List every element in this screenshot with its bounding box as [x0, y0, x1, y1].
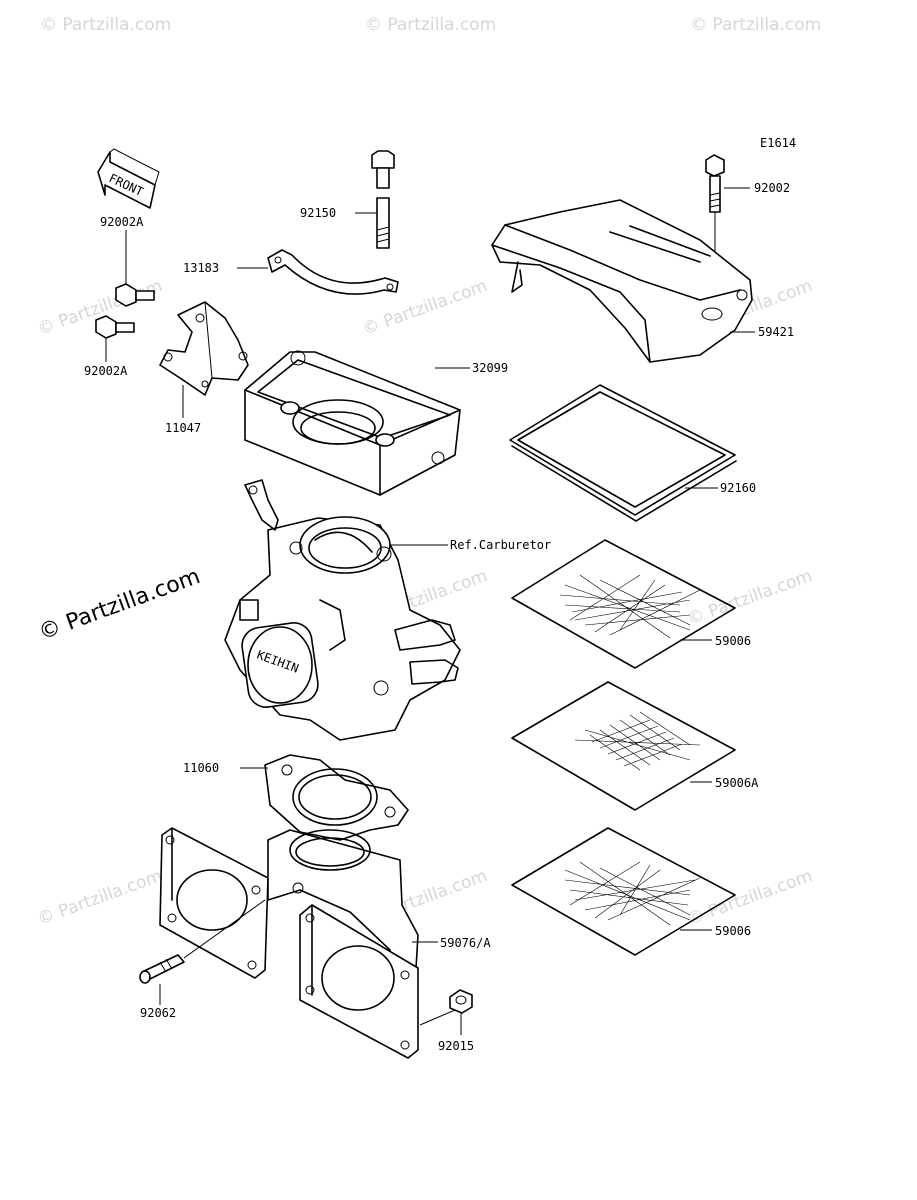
screen-59006A	[511, 681, 736, 811]
watermark: © Partzilla.com	[40, 15, 171, 35]
carburetor-ref: KEIHIN	[224, 479, 461, 741]
stud-92062	[139, 954, 185, 984]
watermark-layer: © Partzilla.com © Partzilla.com © Partzi…	[35, 15, 821, 930]
copyright-watermark: © Partzilla.com	[36, 564, 204, 646]
part-label-32099: 32099	[472, 361, 508, 375]
part-label-ref-carburetor: Ref.Carburetor	[450, 538, 551, 552]
bolt-92002	[705, 154, 725, 213]
part-label-11047: 11047	[165, 421, 201, 435]
gasket-11060	[264, 754, 409, 841]
watermark: © Partzilla.com	[685, 866, 815, 930]
bolt-92002A-lower	[95, 315, 135, 339]
part-label-59006-bottom: 59006	[715, 924, 751, 938]
front-arrow-icon: FRONT	[97, 148, 160, 209]
part-label-92062: 92062	[140, 1006, 176, 1020]
airbox-base-32099	[244, 350, 461, 496]
bolt-92150	[371, 150, 395, 249]
screen-59006-bottom	[511, 827, 736, 956]
part-label-11060: 11060	[183, 761, 219, 775]
clamp-13183	[267, 249, 399, 295]
part-label-59076: 59076/A	[440, 936, 491, 950]
part-label-59006-top: 59006	[715, 634, 751, 648]
watermark: © Partzilla.com	[690, 15, 821, 35]
part-label-13183: 13183	[183, 261, 219, 275]
bracket-11047	[159, 301, 249, 396]
watermark: © Partzilla.com	[35, 866, 165, 930]
watermark: © Partzilla.com	[360, 276, 490, 340]
airbox-cover-59421	[491, 199, 753, 363]
diagram-code: E1614	[760, 136, 796, 150]
part-label-92002A-top: 92002A	[100, 215, 144, 229]
screen-59006-top	[511, 539, 736, 669]
part-label-92150: 92150	[300, 206, 336, 220]
nut-92015	[449, 989, 473, 1014]
watermark: © Partzilla.com	[685, 566, 815, 630]
part-label-92015: 92015	[438, 1039, 474, 1053]
watermark: © Partzilla.com	[365, 15, 496, 35]
part-label-59421: 59421	[758, 325, 794, 339]
manifold-59076	[159, 827, 419, 1059]
part-label-92002: 92002	[754, 181, 790, 195]
part-label-92160: 92160	[720, 481, 756, 495]
part-label-92002A-bottom: 92002A	[84, 364, 128, 378]
part-label-59006A: 59006A	[715, 776, 759, 790]
gasket-92160	[509, 384, 737, 522]
